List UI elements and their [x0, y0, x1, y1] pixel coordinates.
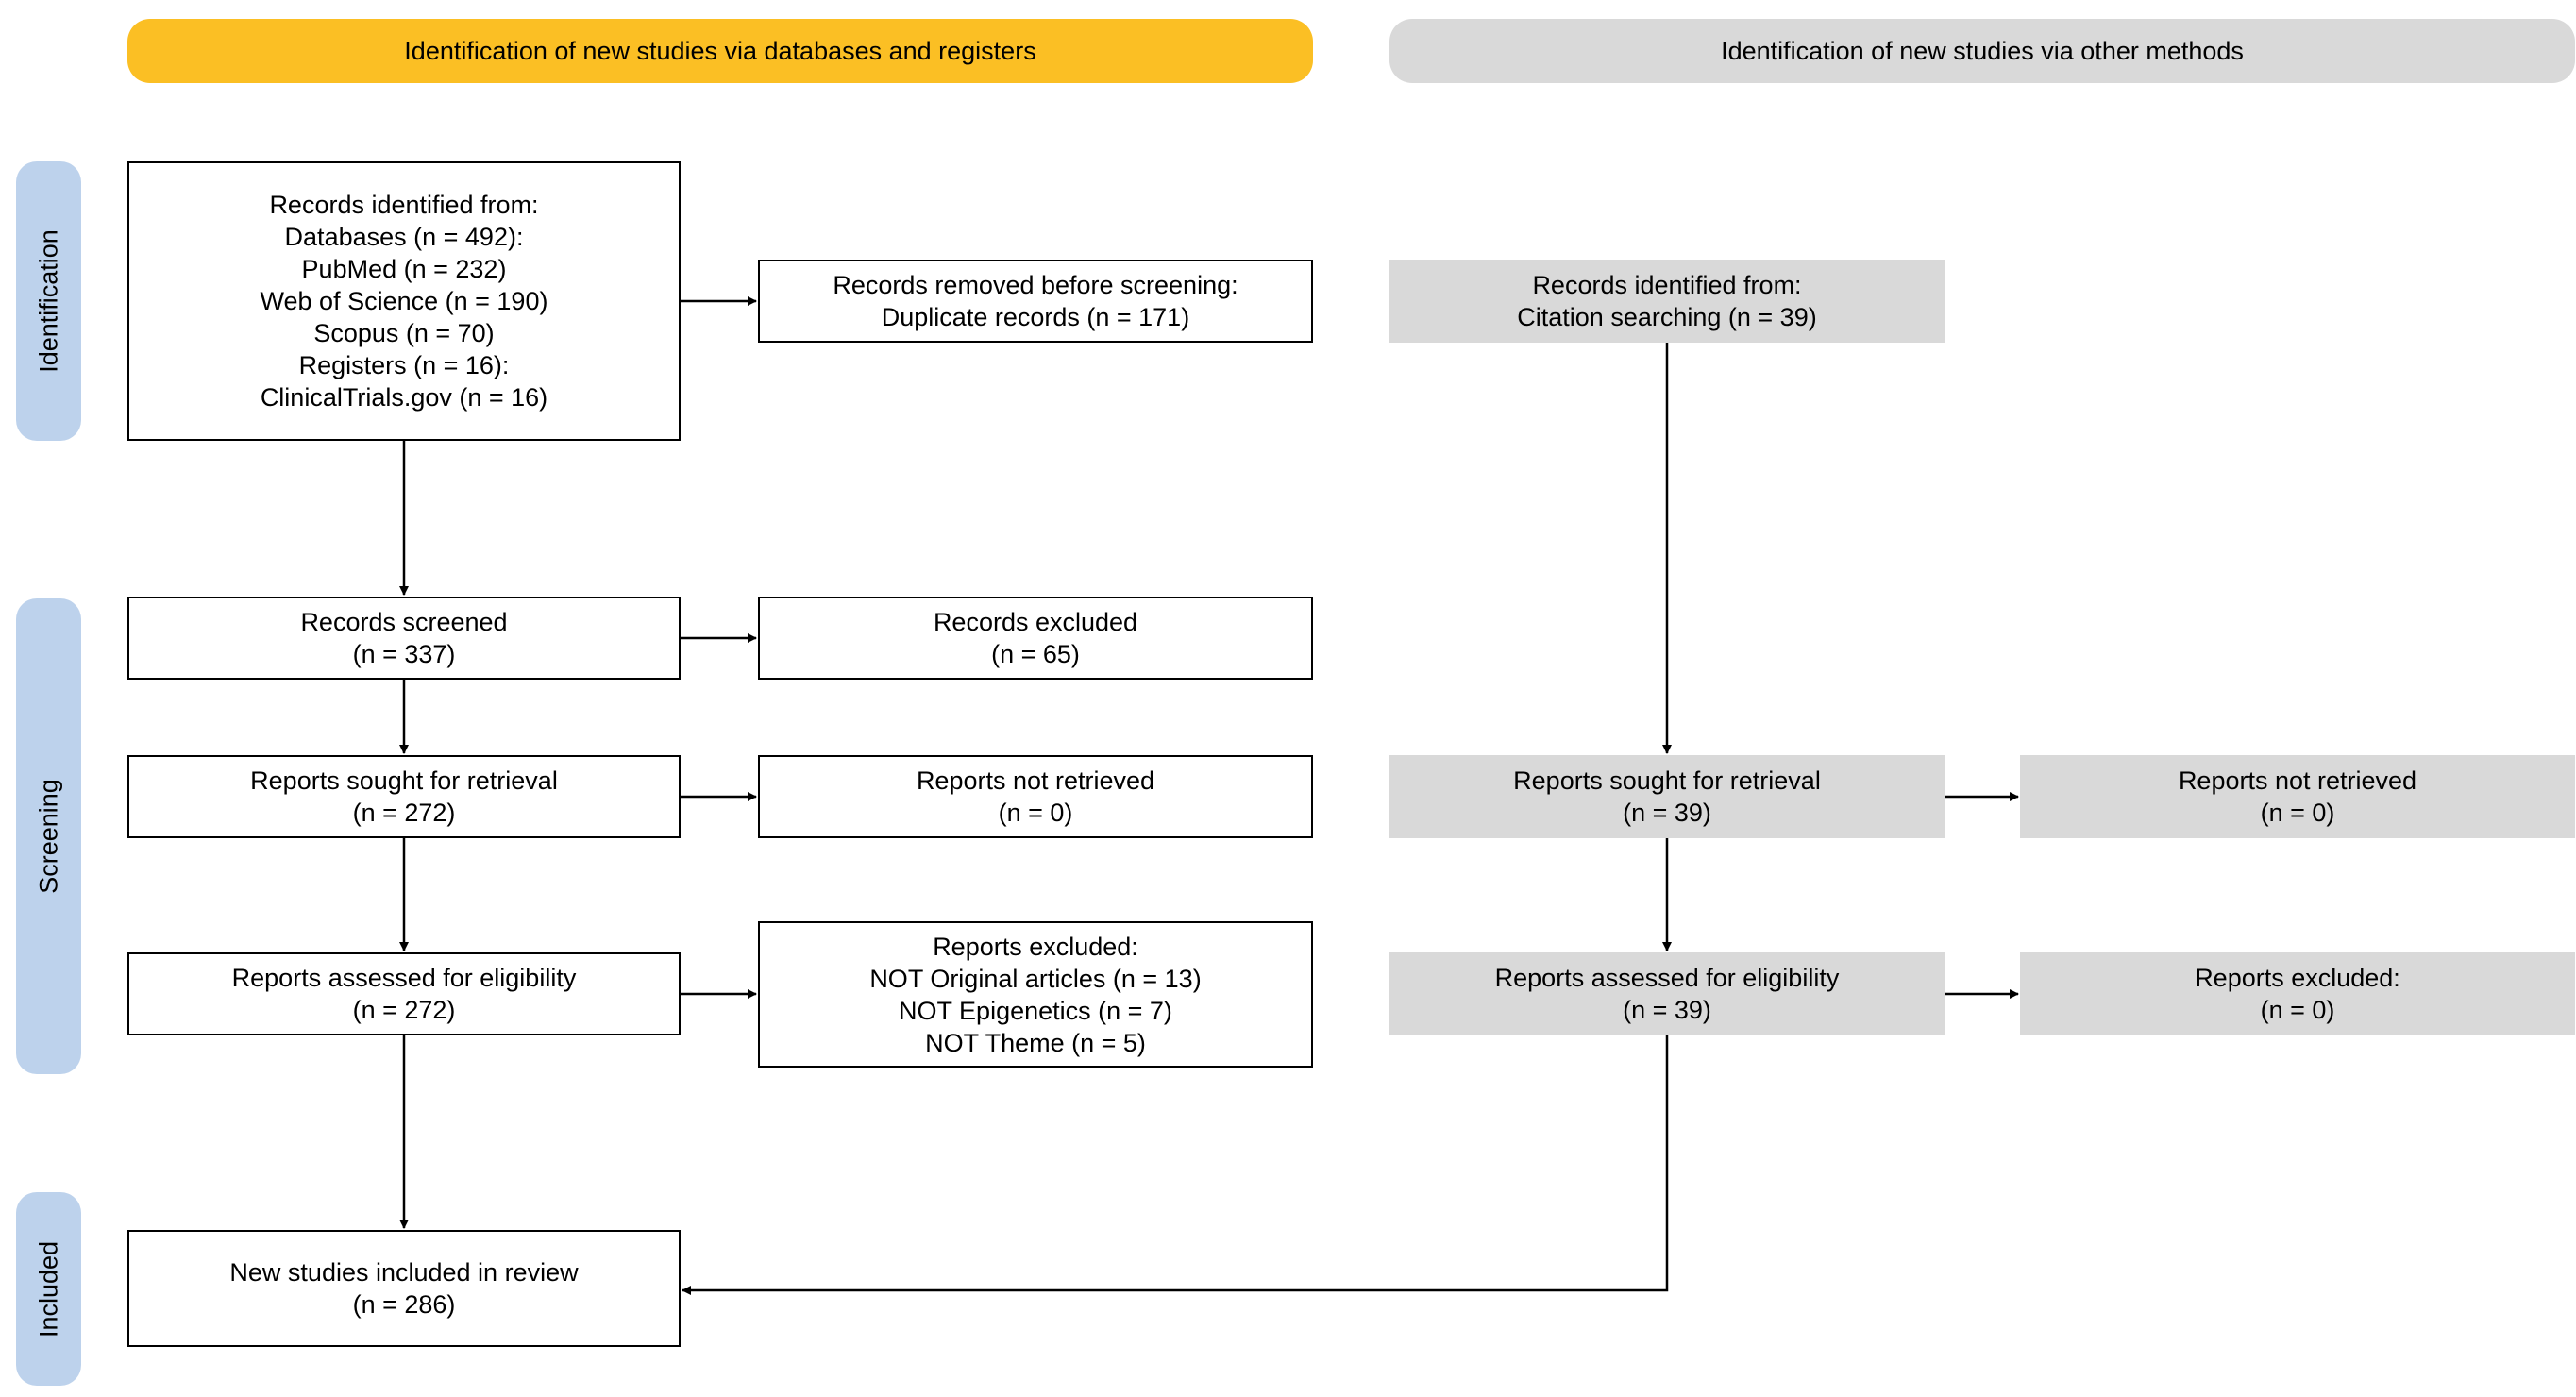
db-excluded-line: Records excluded [933, 608, 1138, 636]
other-assessed-line: Reports assessed for eligibility [1494, 964, 1840, 992]
db-screened-line: (n = 337) [352, 640, 456, 668]
other-excluded-line: Reports excluded: [2195, 964, 2400, 992]
db-identified-line: Registers (n = 16): [298, 351, 510, 379]
db-records-screened-box: Records screened (n = 337) [127, 597, 681, 680]
other-methods-header-label: Identification of new studies via other … [1721, 36, 2244, 65]
db-reports-excluded-line: Reports excluded: [933, 932, 1138, 961]
other-not-retrieved-line: Reports not retrieved [2178, 766, 2417, 795]
stage-included: Included [16, 1192, 81, 1386]
db-reports-excluded-line: NOT Original articles (n = 13) [869, 964, 1202, 993]
db-not-retrieved-line: (n = 0) [998, 799, 1073, 827]
db-identified-line: ClinicalTrials.gov (n = 16) [260, 383, 548, 412]
databases-header: Identification of new studies via databa… [127, 19, 1313, 83]
other-sought-line: Reports sought for retrieval [1513, 766, 1821, 795]
other-assessed-line: (n = 39) [1623, 996, 1711, 1024]
db-reports-not-retrieved-box: Reports not retrieved (n = 0) [758, 755, 1313, 838]
other-excluded-line: (n = 0) [2260, 996, 2335, 1024]
other-not-retrieved-line: (n = 0) [2260, 799, 2335, 827]
other-reports-excluded-box: Reports excluded: (n = 0) [2020, 952, 2575, 1035]
db-screened-line: Records screened [300, 608, 508, 636]
db-identified-line: Web of Science (n = 190) [260, 287, 548, 315]
db-identified-line: Databases (n = 492): [284, 223, 524, 251]
db-identified-line: PubMed (n = 232) [301, 255, 507, 283]
db-records-identified-box: Records identified from: Databases (n = … [127, 161, 681, 441]
db-not-retrieved-line: Reports not retrieved [916, 766, 1155, 795]
other-reports-not-retrieved-box: Reports not retrieved (n = 0) [2020, 755, 2575, 838]
other-records-identified-box: Records identified from: Citation search… [1389, 260, 1945, 343]
db-removed-line: Records removed before screening: [833, 271, 1238, 299]
db-reports-sought-box: Reports sought for retrieval (n = 272) [127, 755, 681, 838]
db-sought-line: Reports sought for retrieval [250, 766, 558, 795]
other-reports-sought-box: Reports sought for retrieval (n = 39) [1389, 755, 1945, 838]
db-removed-line: Duplicate records (n = 171) [881, 303, 1190, 331]
db-sought-line: (n = 272) [352, 799, 456, 827]
db-assessed-line: (n = 272) [352, 996, 456, 1024]
db-reports-excluded-line: NOT Theme (n = 5) [925, 1028, 1146, 1057]
db-reports-assessed-box: Reports assessed for eligibility (n = 27… [127, 952, 681, 1035]
db-identified-line: Scopus (n = 70) [313, 319, 495, 347]
other-methods-header: Identification of new studies via other … [1389, 19, 2575, 83]
databases-header-label: Identification of new studies via databa… [404, 36, 1036, 65]
other-sought-line: (n = 39) [1623, 799, 1711, 827]
studies-included-box: New studies included in review (n = 286) [127, 1230, 681, 1347]
arrow-other-assessed-to-included [682, 1035, 1669, 1295]
db-excluded-line: (n = 65) [991, 640, 1080, 668]
other-reports-assessed-box: Reports assessed for eligibility (n = 39… [1389, 952, 1945, 1035]
db-records-excluded-box: Records excluded (n = 65) [758, 597, 1313, 680]
included-line: New studies included in review [229, 1258, 579, 1287]
db-records-removed-box: Records removed before screening: Duplic… [758, 260, 1313, 343]
other-identified-line: Citation searching (n = 39) [1517, 303, 1817, 331]
included-line: (n = 286) [352, 1290, 456, 1319]
stage-identification: Identification [16, 161, 81, 441]
db-identified-line: Records identified from: [269, 191, 539, 219]
stage-screening: Screening [16, 598, 81, 1074]
db-reports-excluded-line: NOT Epigenetics (n = 7) [899, 996, 1172, 1025]
db-assessed-line: Reports assessed for eligibility [231, 964, 577, 992]
other-identified-line: Records identified from: [1532, 271, 1802, 299]
db-reports-excluded-box: Reports excluded: NOT Original articles … [758, 921, 1313, 1068]
